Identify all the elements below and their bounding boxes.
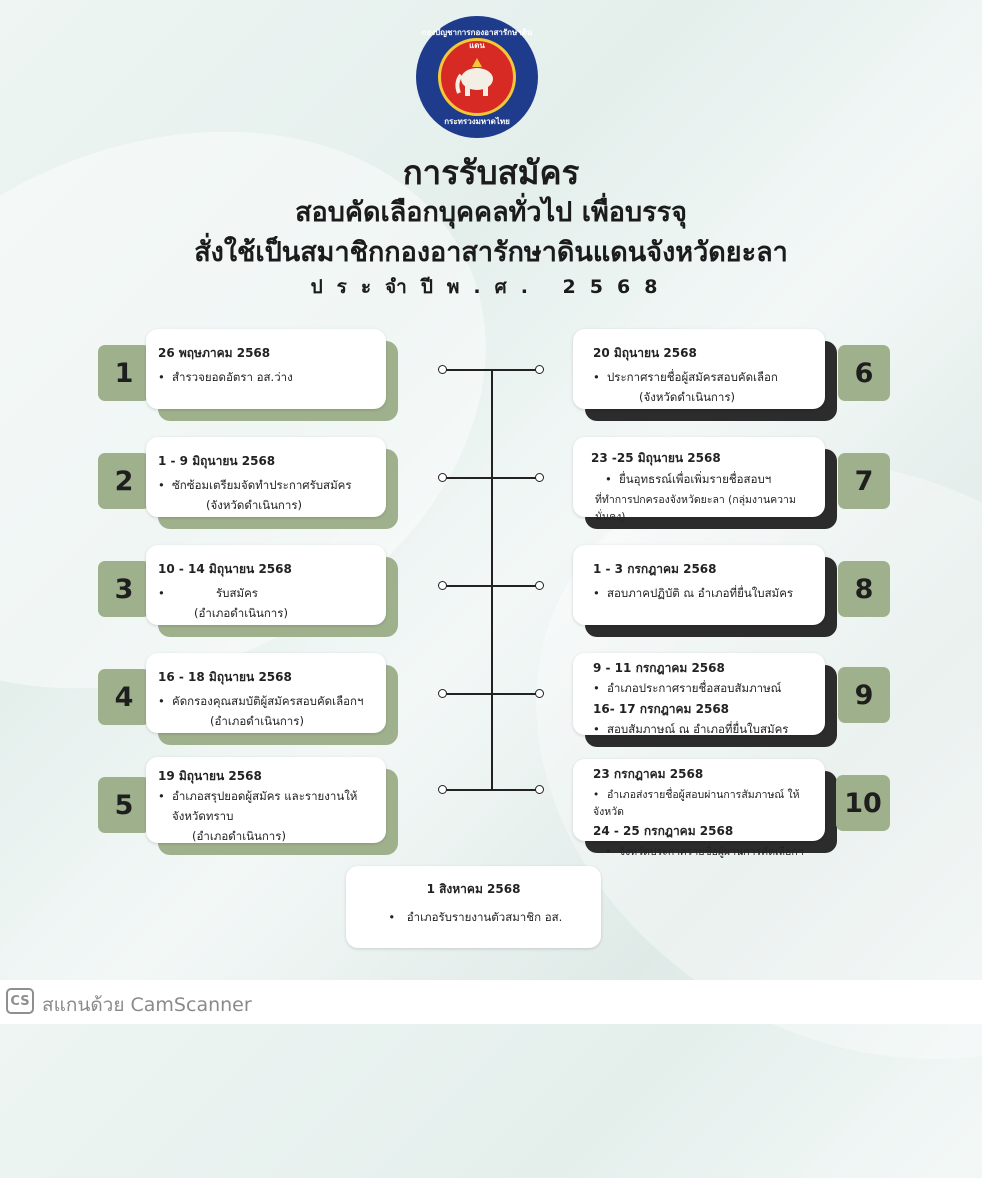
timeline-dot (535, 473, 544, 482)
step-item: ประกาศรายชื่อผู้สมัครสอบคัดเลือก (607, 370, 778, 384)
step-number: 8 (838, 561, 890, 617)
emblem-top-text: กองบัญชาการกองอาสารักษาดินแดน (421, 28, 533, 50)
step-card: 1 - 3 กรกฎาคม 2568 •สอบภาคปฏิบัติ ณ อำเภ… (573, 545, 825, 625)
timeline-dot (438, 581, 447, 590)
step-number: 6 (838, 345, 890, 401)
timeline-connector (444, 585, 538, 587)
step-number: 10 (836, 775, 890, 831)
step-note: (อำเภอดำเนินการ) (210, 714, 304, 728)
emblem-bottom-text: กระทรวงมหาดไทย (444, 117, 510, 126)
scanner-watermark: สแกนด้วย CamScanner (42, 994, 252, 1016)
timeline-connector (444, 789, 538, 791)
step-date: 20 มิถุนายน 2568 (593, 346, 697, 360)
step-card: 19 มิถุนายน 2568 •อำเภอสรุปยอดผู้สมัคร แ… (146, 757, 386, 843)
step-date: 19 มิถุนายน 2568 (158, 769, 262, 783)
step-date: 9 - 11 กรกฎาคม 2568 (593, 661, 725, 675)
step-card: 26 พฤษภาคม 2568 •สำรวจยอดอัตรา อส.ว่าง (146, 329, 386, 409)
step-date: 10 - 14 มิถุนายน 2568 (158, 562, 292, 576)
step-card: 16 - 18 มิถุนายน 2568 •คัดกรองคุณสมบัติผ… (146, 653, 386, 733)
timeline-dot (535, 689, 544, 698)
step-number: 4 (98, 669, 150, 725)
step-note: (อำเภอดำเนินการ) (194, 606, 288, 620)
step-number: 5 (98, 777, 150, 833)
step-number: 2 (98, 453, 150, 509)
timeline-connector (444, 693, 538, 695)
step-note: ที่ทำการปกครองจังหวัดยะลา (กลุ่มงานความม… (595, 494, 796, 523)
scanner-footer: CS สแกนด้วย CamScanner (0, 980, 982, 1024)
timeline-dot (438, 473, 447, 482)
timeline-vertical-line (491, 369, 493, 789)
step-item: ยื่นอุทธรณ์เพื่อเพิ่มรายชื่อสอบฯ (619, 472, 772, 486)
step-item: จังหวัดประกาศรายชื่อผู้ผ่านการคัดเลือกฯ (619, 846, 804, 858)
timeline-dot (438, 689, 447, 698)
step-card: 9 - 11 กรกฎาคม 2568 •อำเภอประกาศรายชื่อส… (573, 653, 825, 736)
timeline-dot (438, 365, 447, 374)
step-number: 9 (838, 667, 890, 723)
step-date: 1 - 3 กรกฎาคม 2568 (593, 562, 717, 576)
final-date: 1 สิงหาคม 2568 (426, 882, 521, 896)
camscanner-logo-icon: CS (6, 988, 34, 1014)
step-item: สำรวจยอดอัตรา อส.ว่าง (172, 370, 293, 384)
step-card: 23 -25 มิถุนายน 2568 •ยื่นอุทธรณ์เพื่อเพ… (573, 437, 825, 523)
timeline-dot (535, 785, 544, 794)
page-subtitle-2: สั่งใช้เป็นสมาชิกกองอาสารักษาดินแดนจังหว… (194, 237, 788, 268)
step-date: 23 -25 มิถุนายน 2568 (591, 451, 721, 465)
step-item: สอบสัมภาษณ์ ณ อำเภอที่ยื่นใบสมัคร (607, 722, 789, 736)
timeline-connector (444, 477, 538, 479)
timeline-dot (438, 785, 447, 794)
elephant-icon (455, 58, 493, 96)
step-item: สอบภาคปฏิบัติ ณ อำเภอที่ยื่นใบสมัคร (607, 586, 794, 600)
step-card: 20 มิถุนายน 2568 •ประกาศรายชื่อผู้สมัครส… (573, 329, 825, 409)
fiscal-year: ประจำปีพ.ศ. 2568 (310, 276, 672, 298)
step-number: 3 (98, 561, 150, 617)
timeline-connector (444, 369, 538, 371)
step-date: 16 - 18 มิถุนายน 2568 (158, 670, 292, 684)
step-number: 1 (98, 345, 150, 401)
step-item: อำเภอประกาศรายชื่อสอบสัมภาษณ์ (607, 681, 782, 695)
step-card: 10 - 14 มิถุนายน 2568 •รับสมัคร (อำเภอดำ… (146, 545, 386, 625)
step-card: 1 - 9 มิถุนายน 2568 •ซักซ้อมเตรียมจัดทำป… (146, 437, 386, 517)
timeline-dot (535, 365, 544, 374)
page-subtitle-1: สอบคัดเลือกบุคคลทั่วไป เพื่อบรรจุ (295, 197, 687, 228)
step-note: (อำเภอดำเนินการ) (192, 829, 286, 843)
step-date: 1 - 9 มิถุนายน 2568 (158, 454, 276, 468)
step-note: (จังหวัดดำเนินการ) (639, 390, 736, 404)
step-date: 24 - 25 กรกฎาคม 2568 (593, 824, 734, 838)
final-item: อำเภอรับรายงานตัวสมาชิก อส. (406, 910, 563, 924)
step-item-cont: จังหวัดทราบ (172, 809, 234, 823)
timeline-dot (535, 581, 544, 590)
page-title: การรับสมัคร (402, 153, 580, 192)
step-item: อำเภอส่งรายชื่อผู้สอบผ่านการสัมภาษณ์ ให้… (593, 789, 800, 818)
final-step-card: 1 สิงหาคม 2568 •อำเภอรับรายงานตัวสมาชิก … (346, 866, 601, 948)
step-number: 7 (838, 453, 890, 509)
step-card: 23 กรกฎาคม 2568 •อำเภอส่งรายชื่อผู้สอบผ่… (573, 759, 825, 858)
emblem-elephant-seal (438, 38, 516, 116)
step-date: 23 กรกฎาคม 2568 (593, 767, 704, 781)
organization-emblem: กองบัญชาการกองอาสารักษาดินแดน กระทรวงมหา… (416, 16, 538, 138)
step-item: ซักซ้อมเตรียมจัดทำประกาศรับสมัคร (172, 478, 352, 492)
step-date: 26 พฤษภาคม 2568 (158, 346, 271, 360)
step-item: อำเภอสรุปยอดผู้สมัคร และรายงานให้ (172, 789, 358, 803)
step-item: คัดกรองคุณสมบัติผู้สมัครสอบคัดเลือกฯ (172, 694, 364, 708)
step-date: 16- 17 กรกฎาคม 2568 (593, 702, 730, 716)
step-note: (จังหวัดดำเนินการ) (206, 498, 303, 512)
step-item: รับสมัคร (216, 586, 258, 600)
